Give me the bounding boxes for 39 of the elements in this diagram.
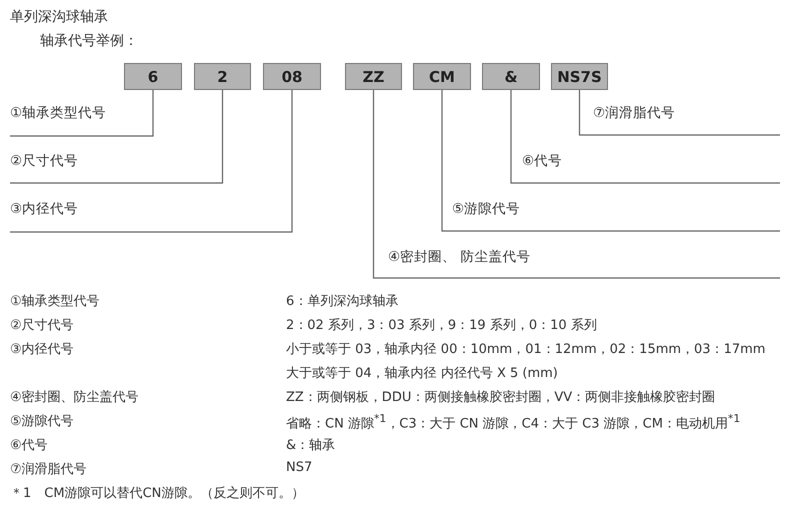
table-cell-text: 大于或等于 04，轴承内径 内径代号 X 5 (mm): [286, 365, 558, 382]
leader-line: [510, 90, 781, 184]
leader-line: [578, 90, 781, 136]
code-box: 2: [194, 63, 251, 90]
code-label: ②尺寸代号: [10, 152, 78, 170]
leader-line: [10, 90, 293, 233]
table-cell-text: ZZ：两侧钢板，DDU：两侧接触橡胶密封圈，VV：两侧非接触橡胶密封圈: [286, 389, 716, 406]
code-box: CM: [413, 63, 471, 90]
footnote: ＊1 CM游隙可以替代CN游隙。（反之则不可。）: [10, 485, 304, 502]
code-label: ⑤游隙代号: [452, 200, 520, 218]
table-cell-text: ④密封圈、防尘盖代号: [10, 389, 139, 406]
leader-line: [441, 90, 781, 232]
code-label: ③内径代号: [10, 200, 78, 218]
code-box: 6: [124, 63, 182, 90]
code-box: ZZ: [345, 63, 402, 90]
code-label: ⑥代号: [522, 152, 562, 170]
table-cell-text: ③内径代号: [10, 341, 74, 358]
code-label: ⑦润滑脂代号: [593, 104, 676, 122]
table-cell-text: ⑥代号: [10, 437, 48, 454]
title: 单列深沟球轴承: [10, 8, 108, 26]
code-label: ④密封圈、 防尘盖代号: [388, 248, 530, 266]
leader-line: [10, 90, 154, 137]
table-cell: NS7: [286, 460, 312, 475]
table-cell-text: ①轴承类型代号: [10, 293, 100, 310]
table-cell-text: ⑦润滑脂代号: [10, 461, 87, 478]
code-box: 08: [263, 63, 321, 90]
code-box: &: [482, 63, 540, 90]
code-label: ①轴承类型代号: [10, 104, 106, 122]
table-cell-text: 2：02 系列，3：03 系列，9：19 系列，0：10 系列: [286, 317, 597, 334]
table-cell-text: &：轴承: [286, 437, 336, 454]
table-cell-text: ②尺寸代号: [10, 317, 74, 334]
subtitle: 轴承代号举例：: [40, 32, 138, 50]
table-cell: 省略：CN 游隙$^{*1}$，C3：大于 CN 游隙，C4：大于 C3 游隙，CM：电动机用$^{*1}$: [286, 412, 740, 432]
leader-line: [372, 90, 781, 279]
table-cell-text: 小于或等于 03，轴承内径 00：10mm，01：12mm，02：15mm，03：17mm: [286, 341, 766, 358]
leader-line: [10, 90, 224, 184]
table-cell-text: ⑤游隙代号: [10, 413, 74, 430]
table-cell-text: 6：单列深沟球轴承: [286, 293, 398, 310]
code-box: NS7S: [551, 63, 608, 90]
